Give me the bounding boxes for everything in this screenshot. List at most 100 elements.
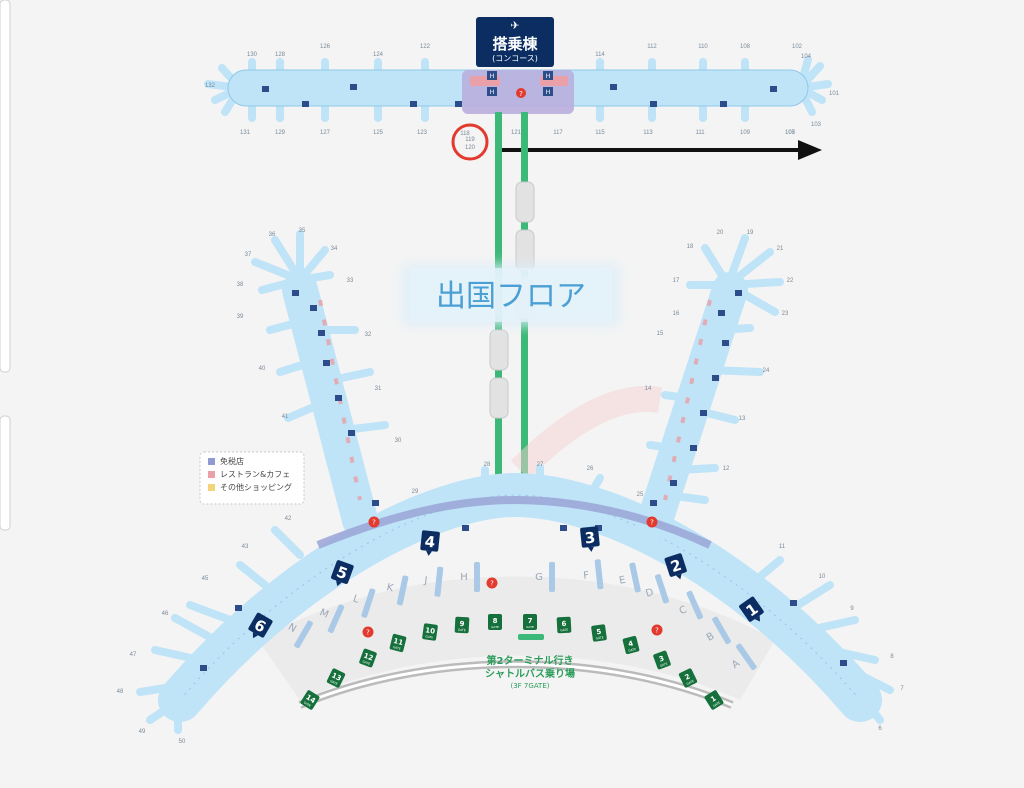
gate-label-sat: 46 <box>162 611 169 617</box>
gate-label-sat: 49 <box>139 729 146 735</box>
bus-gate-number: 8 <box>493 617 498 625</box>
satellite-finger <box>136 681 189 696</box>
gate-label-bottom: 129 <box>275 130 286 136</box>
gate-label-sat: 50 <box>179 739 186 745</box>
facility-icon <box>323 360 330 366</box>
facility-icon <box>310 305 317 311</box>
satellite-finger <box>271 526 304 559</box>
bus-gate-word: GATE <box>392 645 401 651</box>
shuttle-line3: (3F 7GATE) <box>511 682 550 690</box>
header-title: 搭乗棟 <box>492 35 538 53</box>
help-icon: ? <box>516 88 526 98</box>
bus-gate-number: 10 <box>425 626 436 635</box>
gate-label-sat: 34 <box>331 246 338 252</box>
gate-label-sat: 16 <box>673 311 680 317</box>
satellite-finger <box>786 581 834 614</box>
bus-gate-number: 7 <box>528 617 533 625</box>
bus-gate-number: 9 <box>459 620 464 628</box>
elevator-icon: H <box>487 87 497 96</box>
legend-label: 免税店 <box>220 456 244 466</box>
help-glyph: ? <box>366 629 370 637</box>
check-counter: H <box>460 562 480 592</box>
gate-label-sat: 14 <box>645 386 652 392</box>
facility-icon <box>790 600 797 606</box>
counter-letter: J <box>423 575 428 586</box>
gate-label-sat: 43 <box>242 544 249 550</box>
bus-gate-word: GATE <box>362 659 371 665</box>
facility-icon <box>670 480 677 486</box>
satellite-finger <box>258 276 304 294</box>
elevator-icon: H <box>543 71 553 80</box>
concourse-header: ✈ 搭乗棟 (コンコース) <box>476 17 554 67</box>
facility-icon <box>650 500 657 506</box>
gate-label-sat: 37 <box>245 252 252 258</box>
gate-label-bottom: 125 <box>373 130 384 136</box>
facility-icon <box>735 290 742 296</box>
legend-item: 免税店 <box>208 456 244 466</box>
bus-gate-word: GATE <box>659 661 668 667</box>
counter-letter: L <box>351 593 360 605</box>
facility-icon <box>650 101 657 107</box>
gate-label-sat: 8 <box>890 654 894 660</box>
bus-gate-number: 1 <box>709 694 717 703</box>
gate-label-sat: 39 <box>237 314 244 320</box>
gate-label-sat: 30 <box>395 438 402 444</box>
check-counter: M <box>318 604 345 634</box>
facility-icon <box>262 86 269 92</box>
satellite-terminal: ????? <box>136 230 894 734</box>
gate-label-top: 114 <box>595 52 605 58</box>
bus-gate-word: GATE <box>491 625 499 629</box>
gate-label-sat: 40 <box>259 366 266 372</box>
facility-icon <box>200 665 207 671</box>
bus-gate-number: 6 <box>561 620 566 628</box>
satellite-finger <box>186 601 234 624</box>
gate-label-marked: 119 <box>465 137 475 143</box>
check-counter: F <box>583 559 604 590</box>
gate-label-bottom: 115 <box>595 130 605 136</box>
zone-number: 4 <box>424 533 436 552</box>
bus-gate-number: 3 <box>658 654 665 663</box>
gate-label-bottom: 123 <box>417 130 428 136</box>
gate-label-sat: 23 <box>782 311 789 317</box>
gate-label-sat: 29 <box>412 489 419 495</box>
facility-icon <box>560 525 567 531</box>
facility-icon <box>455 101 462 107</box>
gate-label-end: 132 <box>205 83 216 89</box>
bus-gate-word: GATE <box>303 700 312 708</box>
check-counter: G <box>535 562 555 592</box>
gate-label-sat: 9 <box>850 606 854 612</box>
gate-label-top: 128 <box>275 52 286 58</box>
gate-label-sat: 11 <box>779 544 786 550</box>
legend-label: レストラン&カフェ <box>220 470 290 479</box>
satellite-finger <box>674 464 719 474</box>
bus-stop-marker <box>518 634 544 640</box>
bus-gate-number: 11 <box>393 637 405 647</box>
bus-gate-word: GATE <box>526 625 534 629</box>
gate-label-sat: 33 <box>347 278 354 284</box>
satellite-finger <box>714 324 754 334</box>
gate-label-sat: 26 <box>587 466 594 472</box>
left-frame-lower <box>0 415 11 531</box>
gate-label-sat: 48 <box>117 689 124 695</box>
satellite-finger <box>586 474 604 499</box>
direction-arrow <box>496 140 822 160</box>
satellite-finger <box>724 234 749 289</box>
elevator-glyph: H <box>490 89 495 96</box>
satellite-finger <box>296 271 334 284</box>
check-counter: L <box>351 588 376 618</box>
legend-swatch <box>208 458 215 465</box>
facility-icon <box>722 340 729 346</box>
gate-label-sat: 19 <box>747 230 754 236</box>
facility-icon <box>690 445 697 451</box>
facility-icon <box>348 430 355 436</box>
gate-label-sat: 36 <box>269 232 276 238</box>
help-icon: ? <box>362 626 374 638</box>
gate-label-top: 130 <box>247 52 258 58</box>
